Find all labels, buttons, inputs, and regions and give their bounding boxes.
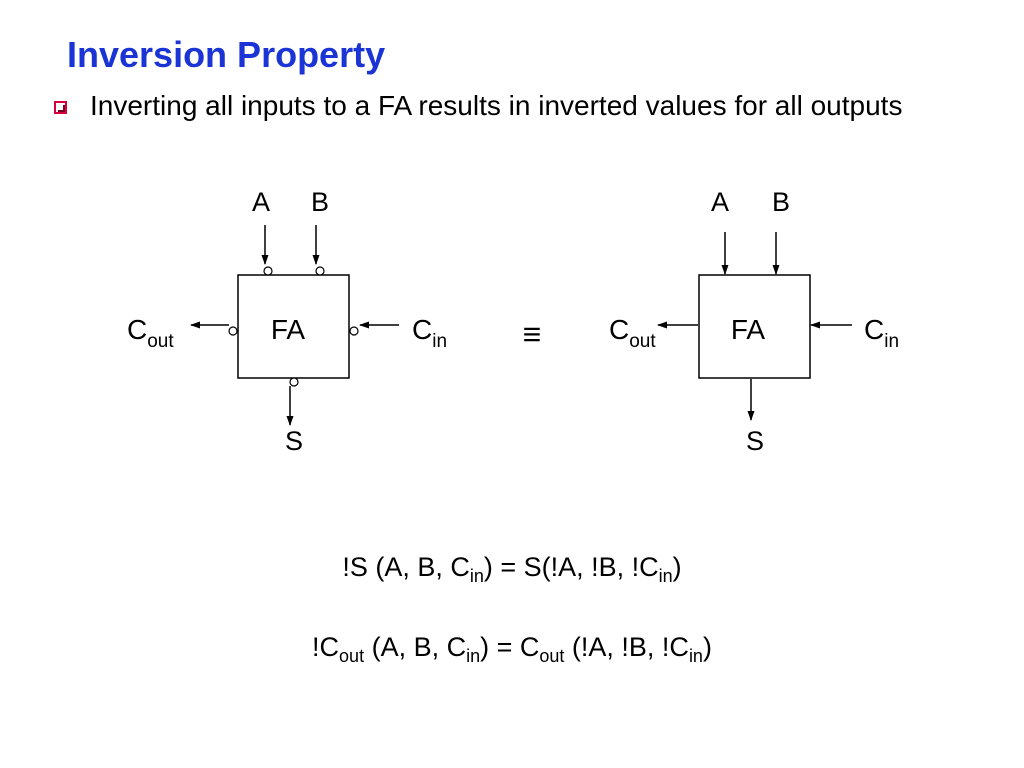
- left-input-a-label: A: [252, 187, 270, 217]
- equivalence-symbol: ≡: [523, 316, 542, 352]
- left-sum-inversion-bubble: [289, 377, 299, 387]
- right-fa-block: [698, 274, 811, 379]
- sum-inversion-equation: !S (A, B, Cin) = S(!A, !B, !Cin): [342, 552, 682, 586]
- left-carry-out-label: Cout: [127, 314, 174, 352]
- right-input-a-label: A: [711, 187, 729, 217]
- right-input-b-label: B: [772, 187, 790, 217]
- carry-out-inversion-equation: !Cout (A, B, Cin) = Cout (!A, !B, !Cin): [312, 632, 712, 666]
- right-full-adder: FA A B Cin Cout S: [609, 187, 899, 456]
- right-sum-label: S: [746, 426, 764, 456]
- square-bullet-icon: [54, 101, 67, 114]
- slide-title: Inversion Property: [67, 34, 386, 75]
- left-full-adder: FA A B Cin Cout S: [127, 187, 447, 456]
- left-input-a-inversion-bubble: [263, 266, 273, 276]
- left-carry-out-inversion-bubble: [228, 326, 238, 336]
- right-carry-in-label: Cin: [864, 314, 899, 352]
- left-sum-label: S: [285, 426, 303, 456]
- left-carry-in-label: Cin: [412, 314, 447, 352]
- left-input-b-label: B: [311, 187, 329, 217]
- right-fa-label: FA: [731, 314, 766, 345]
- left-fa-label: FA: [271, 314, 306, 345]
- left-carry-in-inversion-bubble: [349, 326, 359, 336]
- left-input-b-inversion-bubble: [315, 266, 325, 276]
- right-carry-out-label: Cout: [609, 314, 656, 352]
- bullet-text: Inverting all inputs to a FA results in …: [90, 90, 903, 121]
